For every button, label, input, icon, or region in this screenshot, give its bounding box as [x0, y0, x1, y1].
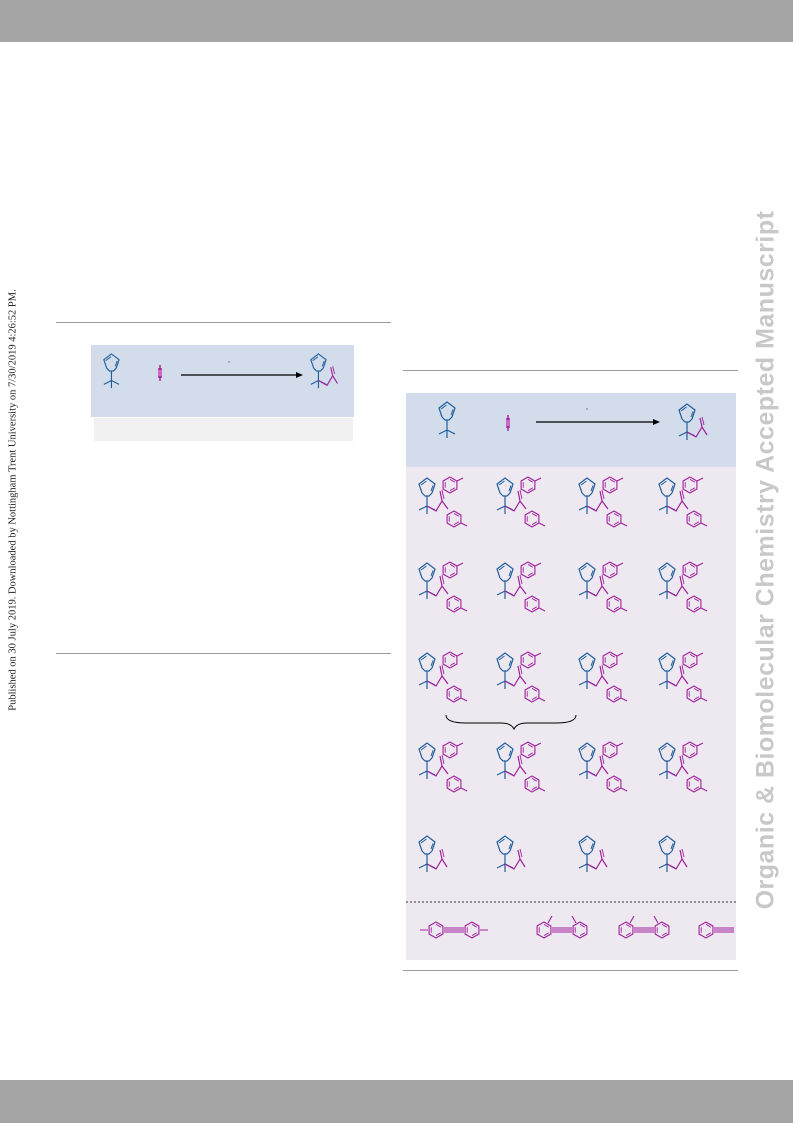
scope-product-structure: [418, 741, 468, 793]
watermark-text: Organic & Biomolecular Chemistry Accepte…: [751, 210, 780, 910]
scope-product-structure: [658, 741, 708, 793]
product-structure: [310, 353, 338, 389]
download-side-note: Published on 30 July 2019. Downloaded by…: [2, 285, 24, 715]
substrate-scope-grid: [406, 476, 736, 939]
scope-product-structure: [578, 561, 628, 613]
reactant-alkyne-structure: [506, 415, 510, 431]
scope-product-structure: [578, 741, 628, 793]
table1-condition-strip: [94, 418, 353, 441]
scope-product-structure: [496, 835, 526, 872]
alkyne-example-structure: [536, 915, 588, 939]
reaction-arrowhead: [653, 419, 660, 425]
table1-bottom-rule: [56, 653, 391, 654]
scope-product-structure: [418, 476, 468, 528]
arrow-label-dot: [586, 408, 588, 410]
table1-top-rule: [56, 322, 391, 323]
scope-product-structure: [578, 835, 608, 872]
table2-reaction-scheme: [438, 401, 708, 440]
journal-footer-bar: [0, 1080, 793, 1123]
alkyne-example-structure: [698, 921, 734, 939]
scope-product-structure: [418, 561, 468, 613]
scope-product-structure: [496, 561, 546, 613]
table1-reaction-scheme: [103, 353, 338, 389]
reactant-pyrrole-structure: [103, 353, 120, 389]
scope-product-structure: [418, 835, 448, 872]
substrate-scope-panel: [406, 467, 736, 960]
arrow-label-dot: [228, 361, 230, 363]
journal-header-bar: [0, 0, 793, 42]
scope-product-structure: [658, 835, 688, 872]
scope-product-structure: [658, 561, 708, 613]
product-structure: [678, 403, 708, 440]
download-side-note-text: Published on 30 July 2019. Downloaded by…: [7, 289, 19, 711]
table2-bottom-rule: [403, 970, 738, 971]
alkyne-example-structure: [618, 915, 670, 939]
scope-product-structure: [496, 651, 546, 703]
reactant-pyrrole-structure: [438, 401, 456, 438]
scope-product-structure: [496, 476, 546, 528]
table1-reaction-header: [91, 345, 354, 417]
grouping-brace: [445, 714, 577, 731]
scope-product-structure: [578, 651, 628, 703]
accepted-manuscript-watermark: Organic & Biomolecular Chemistry Accepte…: [740, 148, 792, 973]
reactant-alkyne-structure: [158, 365, 162, 381]
table2-top-rule: [403, 370, 738, 371]
scope-product-structure: [496, 741, 546, 793]
scope-product-structure: [658, 651, 708, 703]
scope-product-structure: [578, 476, 628, 528]
scope-product-structure: [418, 651, 468, 703]
table2-reaction-header: [406, 393, 736, 467]
alkyne-example-structure: [420, 921, 488, 939]
reaction-arrowhead: [296, 372, 303, 378]
scope-product-structure: [658, 476, 708, 528]
